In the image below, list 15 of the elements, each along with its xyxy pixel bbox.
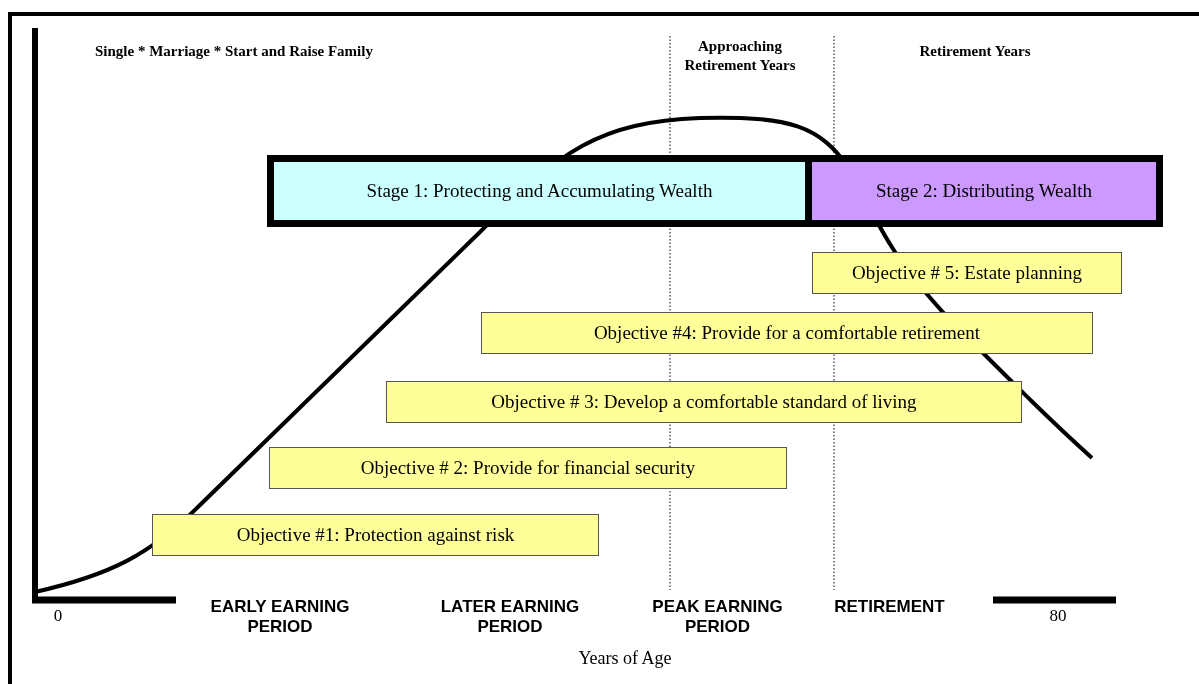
- axis-tick-label: 80: [1048, 606, 1068, 626]
- period-label: RETIREMENT: [833, 597, 946, 618]
- phase-heading: Approaching Retirement Years: [683, 37, 797, 75]
- objective-box: Objective #4: Provide for a comfortable retirement: [481, 312, 1093, 354]
- objective-box: Objective # 5: Estate planning: [812, 252, 1122, 294]
- axis-tick-label: 0: [52, 606, 64, 626]
- phase-heading: Retirement Years: [918, 42, 1032, 61]
- period-label: PEAK EARNING PERIOD: [651, 597, 784, 638]
- axis-title: Years of Age: [577, 648, 673, 669]
- objective-box: Objective # 2: Provide for financial security: [269, 447, 787, 489]
- objective-box: Objective # 3: Develop a comfortable standard of living: [386, 381, 1022, 423]
- period-label: EARLY EARNING PERIOD: [209, 597, 351, 638]
- period-label: LATER EARNING PERIOD: [439, 597, 581, 638]
- life-stage-heading: Single * Marriage * Start and Raise Family: [95, 42, 374, 61]
- objective-box: Objective #1: Protection against risk: [152, 514, 599, 556]
